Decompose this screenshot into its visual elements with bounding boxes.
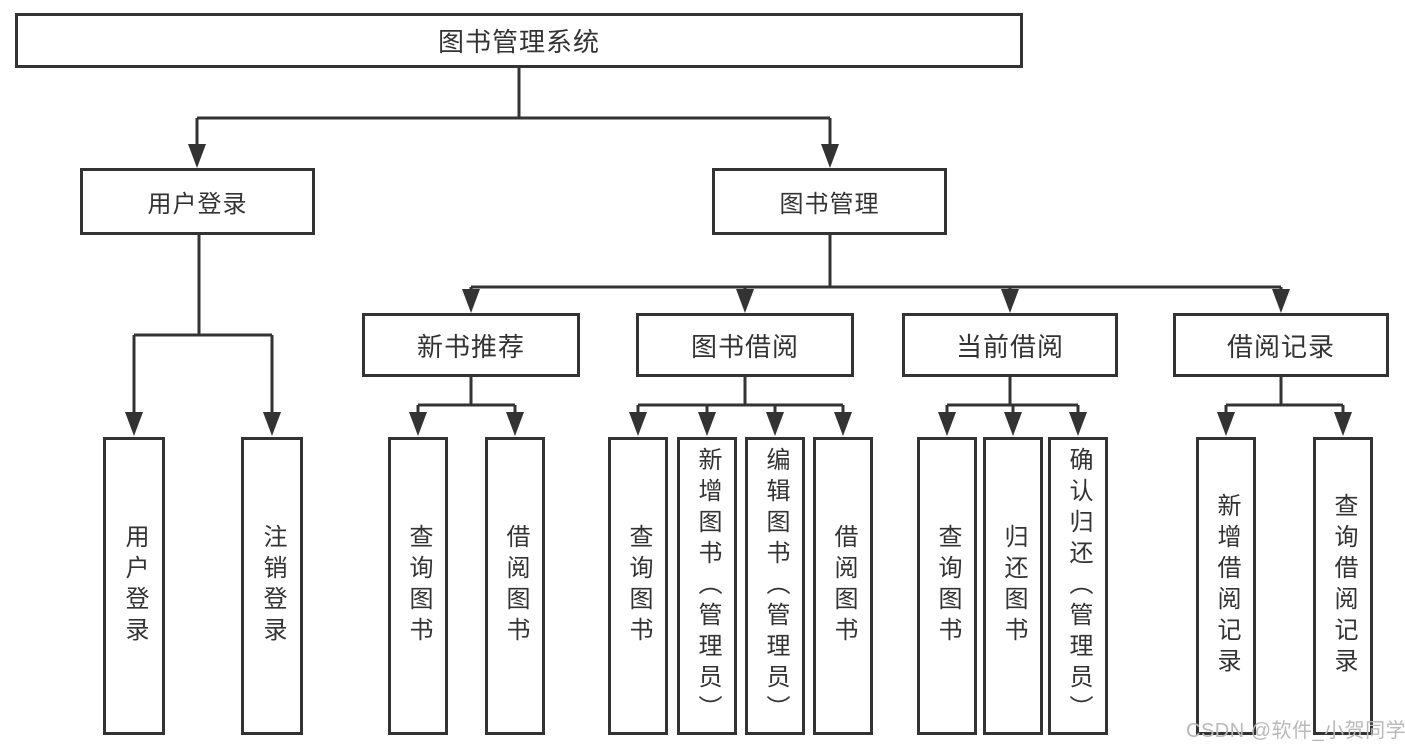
node-book-borrow-label: 图书借阅 bbox=[690, 331, 799, 362]
node-user-login-label: 用户登录 bbox=[147, 191, 248, 218]
leaf-borrow-query-books: 查询图书 bbox=[608, 437, 668, 735]
leaf-edit-books-admin-label: 编辑图书（管理员） bbox=[762, 446, 789, 726]
leaf-user-login-action: 用户登录 bbox=[103, 437, 165, 735]
leaf-newbook-query-books: 查询图书 bbox=[388, 437, 448, 735]
leaf-borrow-borrow-books: 借阅图书 bbox=[813, 437, 873, 735]
node-new-book-recommend: 新书推荐 bbox=[362, 313, 580, 377]
node-current-borrow: 当前借阅 bbox=[902, 313, 1118, 377]
node-new-book-recommend-label: 新书推荐 bbox=[416, 331, 525, 362]
leaf-confirm-return-admin-label: 确认归还（管理员） bbox=[1065, 446, 1092, 726]
leaf-borrow-query-books-label: 查询图书 bbox=[625, 524, 652, 648]
csdn-watermark: CSDN @软件_小贺同学 bbox=[1186, 720, 1405, 742]
node-borrow-records-label: 借阅记录 bbox=[1226, 331, 1335, 362]
node-root-system: 图书管理系统 bbox=[15, 13, 1023, 68]
leaf-confirm-return-admin: 确认归还（管理员） bbox=[1048, 437, 1108, 735]
leaf-add-borrow-record: 新增借阅记录 bbox=[1196, 437, 1256, 735]
leaf-borrow-borrow-books-label: 借阅图书 bbox=[830, 524, 857, 648]
leaf-query-borrow-record-label: 查询借阅记录 bbox=[1330, 493, 1357, 679]
node-user-login: 用户登录 bbox=[80, 168, 315, 235]
leaf-newbook-borrow-books-label: 借阅图书 bbox=[502, 524, 529, 648]
leaf-return-books-label: 归还图书 bbox=[1000, 524, 1027, 648]
leaf-current-query-books: 查询图书 bbox=[917, 437, 977, 735]
leaf-newbook-query-books-label: 查询图书 bbox=[405, 524, 432, 648]
node-borrow-records: 借阅记录 bbox=[1173, 313, 1389, 377]
leaf-logout-label: 注销登录 bbox=[259, 524, 286, 648]
node-root-label: 图书管理系统 bbox=[437, 27, 600, 57]
leaf-return-books: 归还图书 bbox=[983, 437, 1043, 735]
leaf-add-books-admin: 新增图书（管理员） bbox=[677, 437, 737, 735]
leaf-query-borrow-record: 查询借阅记录 bbox=[1313, 437, 1373, 735]
leaf-current-query-books-label: 查询图书 bbox=[934, 524, 961, 648]
leaf-user-login-action-label: 用户登录 bbox=[121, 524, 148, 648]
leaf-logout: 注销登录 bbox=[241, 437, 303, 735]
node-book-borrow: 图书借阅 bbox=[636, 313, 854, 377]
node-book-management-label: 图书管理 bbox=[779, 191, 880, 218]
leaf-add-borrow-record-label: 新增借阅记录 bbox=[1213, 493, 1240, 679]
leaf-edit-books-admin: 编辑图书（管理员） bbox=[745, 437, 805, 735]
node-book-management: 图书管理 bbox=[712, 168, 947, 235]
leaf-newbook-borrow-books: 借阅图书 bbox=[485, 437, 545, 735]
leaf-add-books-admin-label: 新增图书（管理员） bbox=[694, 446, 721, 726]
node-current-borrow-label: 当前借阅 bbox=[955, 331, 1064, 362]
